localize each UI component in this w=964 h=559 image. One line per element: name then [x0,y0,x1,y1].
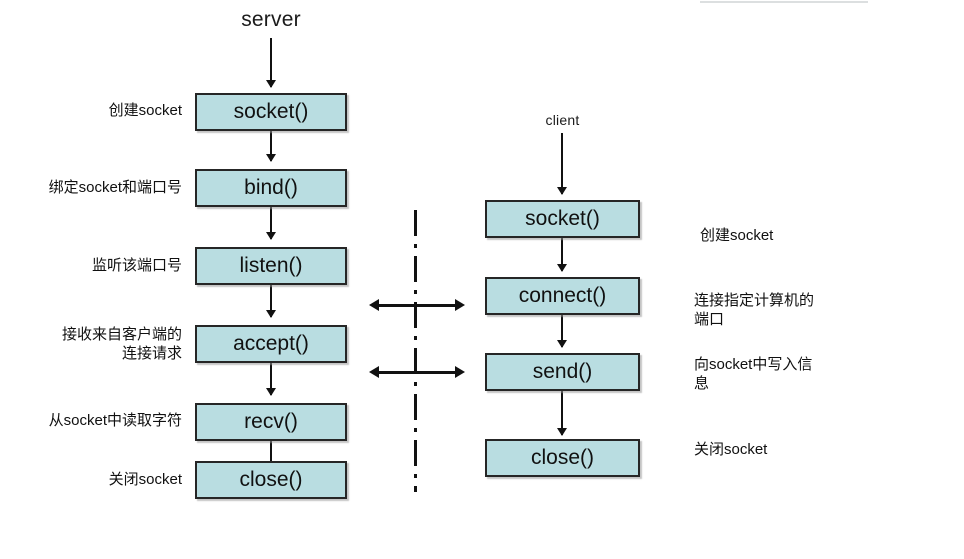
server-note-listen-line1: 监听该端口号 [91,257,182,274]
client-note-send-line1: 向socket中写入信 [694,356,813,373]
server-node-listen[interactable]: listen() [195,247,347,285]
client-note-close: 关闭socket [694,440,894,459]
server-note-socket-line1: 创建socket [108,102,182,119]
arrow-client-connect-to-send [557,315,567,348]
client-note-send: 向socket中写入信 息 [694,355,894,393]
server-column-title: server [241,8,301,31]
client-note-connect-line2: 端口 [694,311,725,328]
arrow-server-bind-to-listen [266,207,276,240]
client-node-socket[interactable]: socket() [485,200,640,238]
client-note-socket: 创建socket [700,226,900,245]
client-node-close[interactable]: close() [485,439,640,477]
server-note-close: 关闭socket [0,470,182,489]
client-note-socket-line1: 创建socket [700,227,774,244]
server-note-bind-line1: 绑定socket和端口号 [48,179,182,196]
client-note-send-line2: 息 [694,375,710,392]
server-node-bind[interactable]: bind() [195,169,347,207]
server-node-recv[interactable]: recv() [195,403,347,441]
client-node-send[interactable]: send() [485,353,640,391]
server-note-accept-line1: 接收来自客户端的 [61,326,182,343]
server-note-close-line1: 关闭socket [108,471,182,488]
client-note-connect: 连接指定计算机的 端口 [694,291,894,329]
server-note-accept-line2: 连接请求 [121,345,182,362]
arrow-server-listen-to-accept [266,285,276,318]
network-boundary-divider [414,210,417,492]
server-note-accept: 接收来自客户端的 连接请求 [0,325,182,363]
capture-artifact-line [700,1,868,3]
server-node-accept[interactable]: accept() [195,325,347,363]
arrow-client-send-to-close [557,391,567,436]
server-node-close[interactable]: close() [195,461,347,499]
server-node-socket[interactable]: socket() [195,93,347,131]
arrow-server-title-to-socket [266,38,276,88]
client-node-connect[interactable]: connect() [485,277,640,315]
arrow-client-socket-to-connect [557,238,567,272]
server-note-socket: 创建socket [0,101,182,120]
server-note-listen: 监听该端口号 [0,256,182,275]
client-column-title: client [545,112,580,128]
bidirectional-arrow-connection [369,299,465,311]
bidirectional-arrow-data [369,366,465,378]
client-note-close-line1: 关闭socket [694,441,768,458]
server-note-recv: 从socket中读取字符 [0,411,182,430]
arrow-server-accept-to-recv [266,363,276,396]
server-note-recv-line1: 从socket中读取字符 [48,412,182,429]
server-note-bind: 绑定socket和端口号 [0,178,182,197]
client-note-connect-line1: 连接指定计算机的 [694,292,815,309]
arrow-server-socket-to-bind [266,131,276,162]
arrow-client-title-to-socket [557,133,567,195]
